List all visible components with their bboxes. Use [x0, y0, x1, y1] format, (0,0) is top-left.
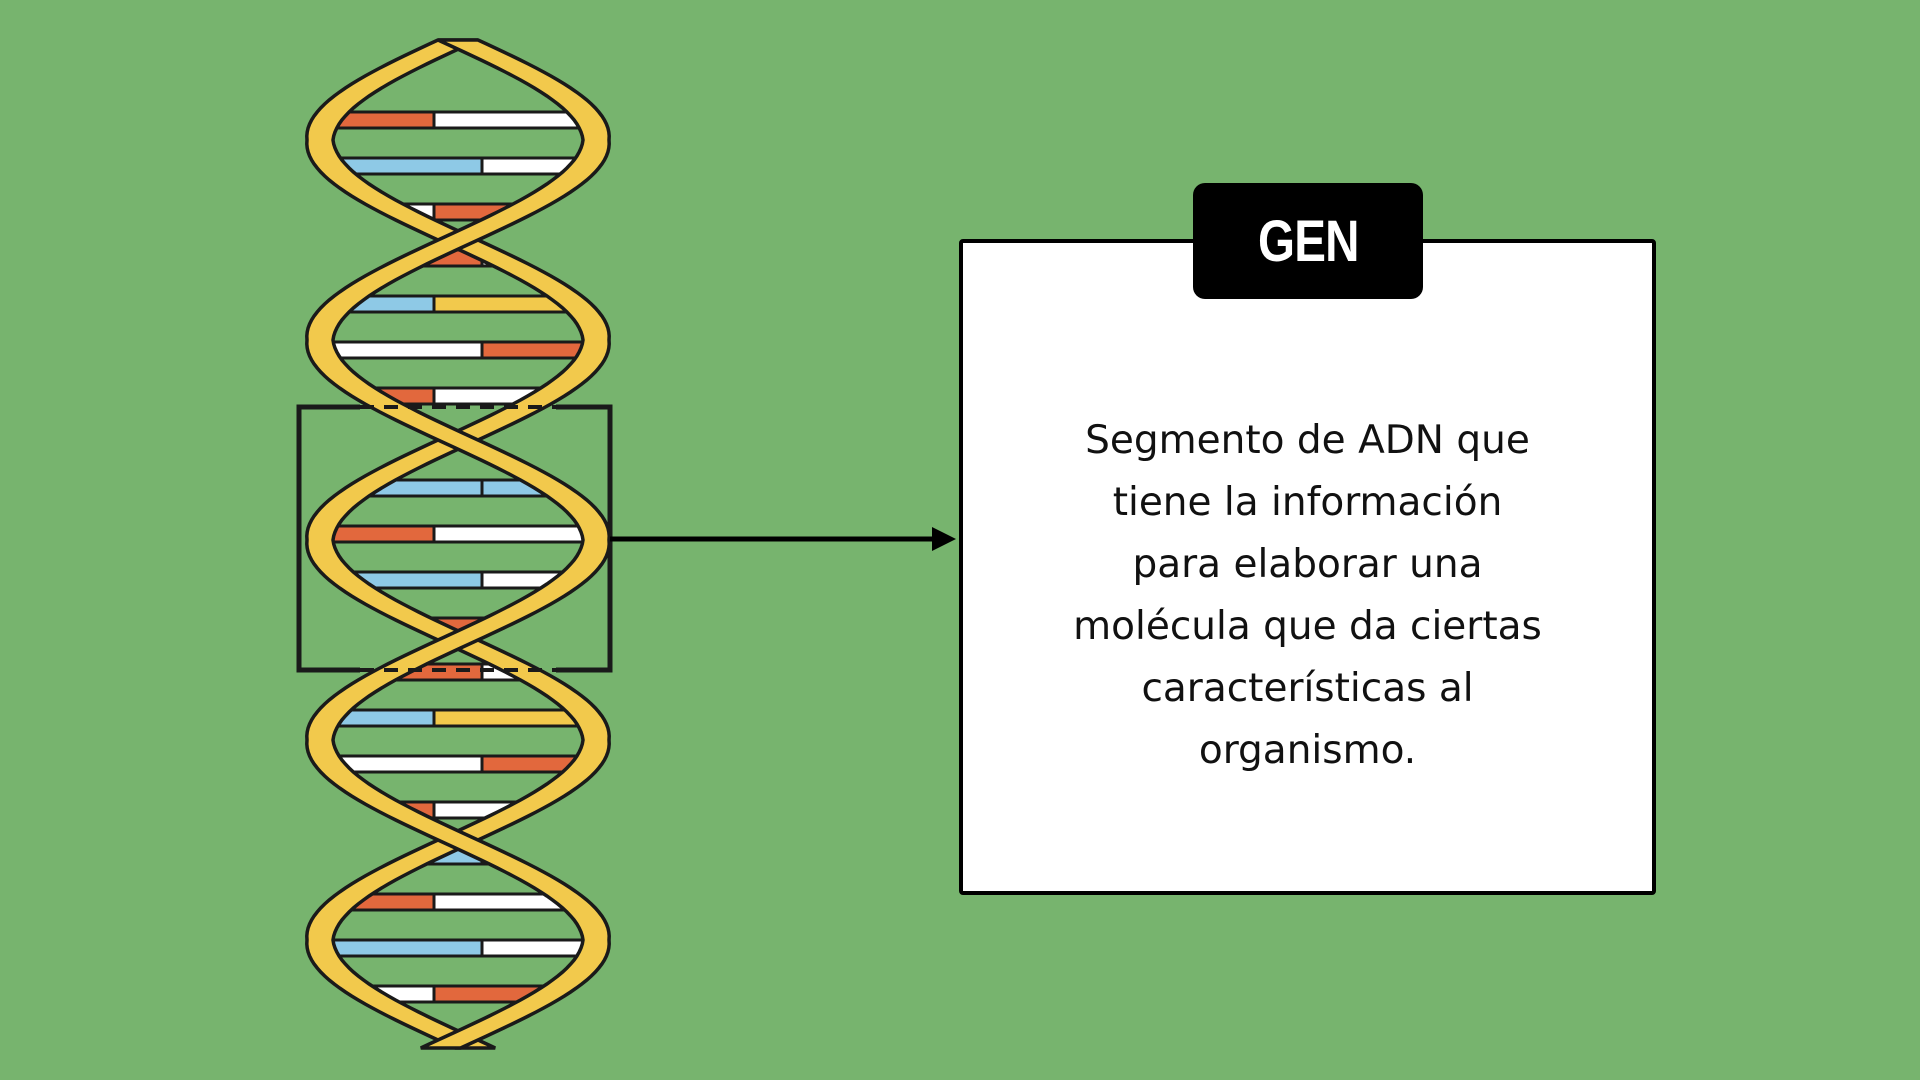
base-segment [432, 110, 591, 130]
card-title-tag: GEN [1193, 183, 1423, 299]
definition-text: Segmento de ADN que tiene la información… [1010, 410, 1605, 782]
definition-line: organismo. [1198, 728, 1417, 773]
dna-double-helix-icon [305, 38, 611, 1050]
definition-line: para elaborar una [1132, 542, 1483, 587]
dna-strand-b [305, 38, 611, 1050]
base-segment [319, 938, 484, 958]
dna-strand-a [305, 38, 611, 1050]
gene-highlight-dashed-edge [360, 405, 556, 672]
definition-line: tiene la información [1112, 480, 1503, 525]
definition-line: características al [1141, 666, 1474, 711]
definition-card [959, 239, 1656, 895]
base-segment [432, 524, 597, 544]
base-segment [432, 708, 590, 728]
arrow-right-icon [610, 527, 956, 551]
definition-line: Segmento de ADN que [1085, 418, 1530, 463]
definition-line: molécula que da ciertas [1073, 604, 1542, 649]
base-segment [320, 340, 484, 360]
card-title: GEN [1257, 208, 1359, 274]
